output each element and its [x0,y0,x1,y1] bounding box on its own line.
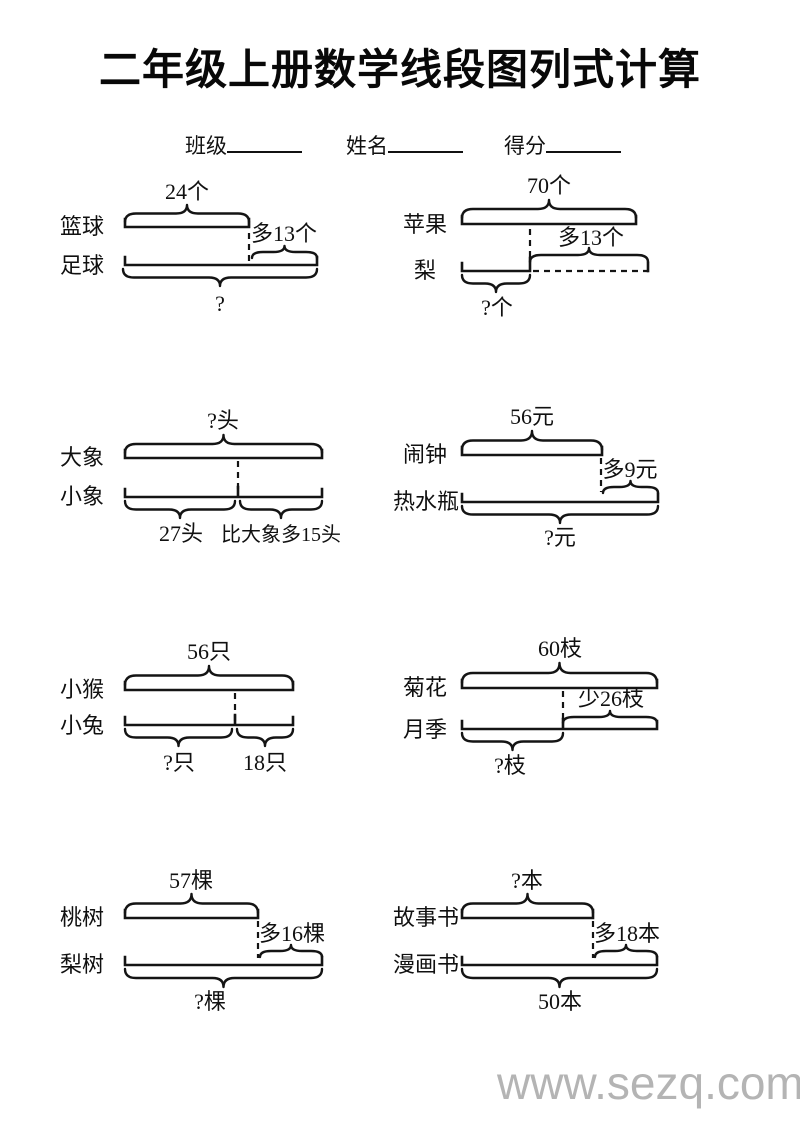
top-brace-label: ?本 [511,868,543,893]
row2-label: 梨 [414,258,436,283]
row1-line [123,448,324,460]
diff-brace [601,479,660,495]
bottom-brace [121,267,319,288]
top-brace [123,203,251,224]
problem-basketball-soccer: 篮球 足球 24个 多13个 ? [60,179,319,316]
bottom-brace [460,731,565,752]
row2-label: 小象 [60,484,104,509]
watermark: www.sezq.com [497,1057,800,1109]
bottom-right-brace [238,499,324,520]
bottom-right-label: 比大象多15头 [221,523,341,546]
row1-line [123,217,251,229]
diff-label: 多9元 [602,457,657,482]
bottom-brace [460,504,660,525]
top-brace-label: 57棵 [169,868,213,893]
page-title: 二年级上册数学线段图列式计算 [98,46,701,93]
score-label: 得分 [504,134,546,158]
problem-trees: 桃树 梨树 57棵 多16棵 ?棵 [60,868,325,1014]
diff-brace [258,943,324,959]
problem-clock-thermos: 闹钟 热水瓶 56元 多9元 ?元 [393,404,660,550]
row2-line [123,485,324,499]
score-blank-line [546,131,621,153]
row1-label: 小猴 [60,677,104,702]
bottom-brace [460,967,659,989]
diff-brace [593,943,659,959]
row1-line [460,445,604,457]
row1-label: 大象 [60,445,104,470]
row2-label: 月季 [403,717,447,742]
row2-line [123,955,324,967]
row2-label: 小兔 [60,713,104,738]
top-brace [460,198,638,220]
top-brace [460,429,604,452]
diff-brace [528,246,650,264]
diff-label: 多16棵 [259,921,325,946]
row2-label: 漫画书 [393,952,459,977]
row1-line [123,680,295,692]
row2-label: 梨树 [60,952,104,977]
row2-line [460,492,660,504]
row1-line [123,908,260,920]
bottom-left-brace [123,727,234,748]
row2-line [460,955,659,967]
name-label: 姓名 [346,134,388,158]
top-brace [460,661,659,685]
row1-label: 故事书 [393,905,459,930]
top-brace [123,892,260,915]
header-fields: 班级 姓名 得分 [185,130,621,160]
diff-label: 少26枝 [578,686,644,711]
bottom-label: ?元 [544,525,576,550]
top-brace [123,664,295,687]
bottom-brace [123,967,324,989]
top-brace [460,892,595,915]
bottom-left-brace [123,499,237,520]
row2-line [123,713,295,727]
diff-label: 多13个 [251,221,317,246]
problem-flowers: 菊花 月季 60枝 少26枝 ?枝 [403,636,659,778]
bottom-right-brace [235,727,295,748]
problem-elephants: 大象 小象 ?头 27头 比大象多15头 [60,408,341,546]
row1-label: 苹果 [403,212,447,237]
bottom-label: ? [215,291,225,316]
row1-line [460,908,595,920]
bottom-brace [460,273,532,294]
bottom-label: ?枝 [494,753,526,778]
row2-line [460,717,659,731]
diff-label: 多13个 [558,225,624,250]
row1-line [460,678,659,690]
top-brace-label: 56元 [510,404,554,429]
row2-line [123,255,319,267]
top-brace-label: ?头 [207,408,239,433]
top-brace [123,433,324,455]
bottom-label: 50本 [538,989,582,1014]
diff-brace [250,244,319,260]
class-blank-line [227,131,302,153]
problem-books: 故事书 漫画书 ?本 多18本 50本 [393,868,660,1014]
row1-label: 菊花 [403,675,447,700]
row1-label: 闹钟 [403,442,447,467]
top-brace-label: 56只 [187,639,231,664]
problem-apple-pear: 苹果 梨 70个 多13个 ?个 [403,173,650,320]
top-brace-label: 60枝 [538,636,582,661]
name-blank-line [388,131,463,153]
bottom-label: ?个 [481,295,513,320]
top-brace-label: 70个 [527,173,571,198]
row1-label: 桃树 [60,905,104,930]
bottom-left-label: ?只 [163,750,195,775]
bottom-label: ?棵 [194,989,226,1014]
problem-monkey-rabbit: 小猴 小兔 56只 ?只 18只 [60,639,295,775]
row1-label: 篮球 [60,214,104,239]
diff-brace [561,709,659,725]
bottom-right-label: 18只 [243,750,287,775]
class-label: 班级 [185,134,227,158]
row2-line [460,256,532,273]
diff-label: 多18本 [594,921,660,946]
bottom-left-label: 27头 [159,521,203,546]
top-brace-label: 24个 [165,179,209,204]
row2-label: 足球 [60,253,104,278]
row2-label: 热水瓶 [393,489,459,514]
row1-line [460,214,638,226]
